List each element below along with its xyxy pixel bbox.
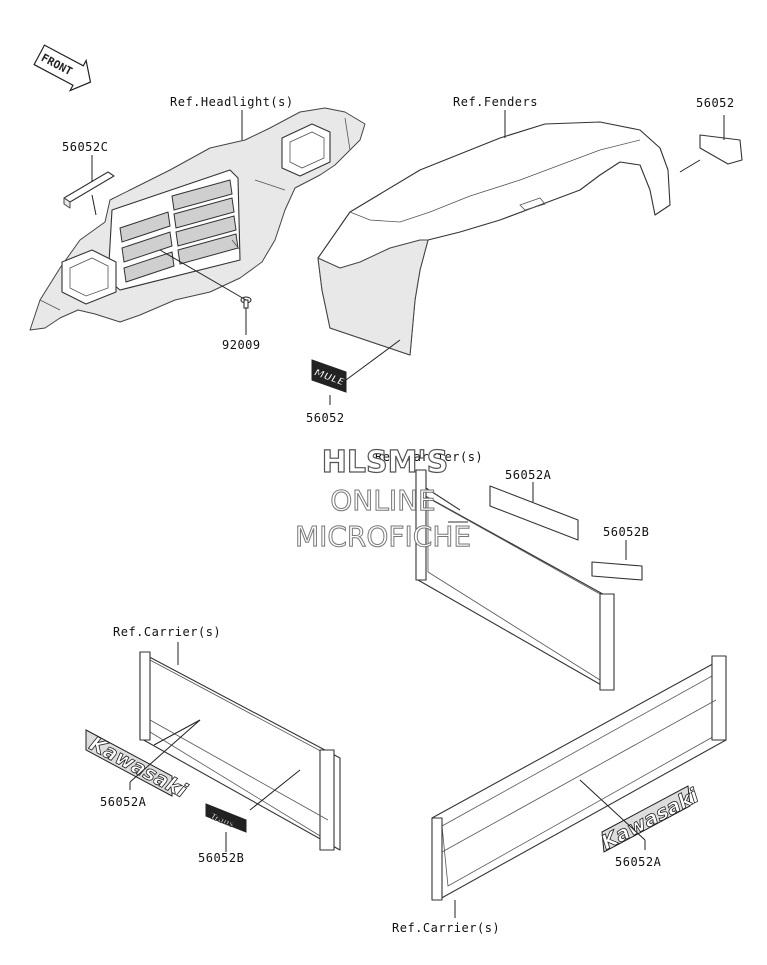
label-ref-headlights: Ref.Headlight(s) bbox=[170, 95, 294, 109]
front-arrow-icon: FRONT bbox=[33, 44, 92, 92]
watermark: HLSM'S ONLINE MICROFICHE bbox=[294, 444, 471, 553]
fender bbox=[317, 121, 671, 356]
front-panel bbox=[29, 107, 366, 331]
carrier-panel-mid bbox=[415, 469, 615, 691]
decal-56052a-mid bbox=[489, 485, 579, 541]
label-56052c: 56052C bbox=[62, 140, 108, 154]
label-56052-top: 56052 bbox=[696, 96, 735, 110]
label-ref-carrier-mid: Ref.Carrier(s) bbox=[375, 450, 483, 464]
decal-56052-top bbox=[699, 134, 743, 165]
decal-56052b-mid bbox=[591, 561, 643, 581]
label-ref-carrier-bottom: Ref.Carrier(s) bbox=[392, 921, 500, 935]
label-56052b-mid: 56052B bbox=[603, 525, 649, 539]
labels: Ref.Headlight(s) Ref.Fenders 56052 56052… bbox=[62, 95, 735, 935]
decal-mule: MULE bbox=[311, 359, 347, 393]
bracket-56052c bbox=[63, 171, 115, 209]
decal-56052b-left: Trans bbox=[205, 803, 247, 833]
label-ref-fenders: Ref.Fenders bbox=[453, 95, 538, 109]
watermark-line-3: MICROFICHE bbox=[295, 520, 471, 553]
label-ref-carrier-left: Ref.Carrier(s) bbox=[113, 625, 221, 639]
label-56052a-left: 56052A bbox=[100, 795, 147, 809]
label-92009: 92009 bbox=[222, 338, 261, 352]
bolt-92009 bbox=[240, 296, 252, 309]
label-56052a-mid: 56052A bbox=[505, 468, 552, 482]
carrier-panel-right bbox=[431, 655, 727, 901]
right-headlight-housing bbox=[281, 123, 331, 177]
carrier-panel-left bbox=[139, 651, 341, 851]
label-56052-mid: 56052 bbox=[306, 411, 345, 425]
watermark-line-2: ONLINE bbox=[330, 484, 435, 517]
label-56052b-left: 56052B bbox=[198, 851, 244, 865]
leader-lines bbox=[91, 110, 725, 918]
label-56052a-right: 56052A bbox=[615, 855, 662, 869]
watermark-line-1: HLSM'S bbox=[322, 445, 448, 480]
